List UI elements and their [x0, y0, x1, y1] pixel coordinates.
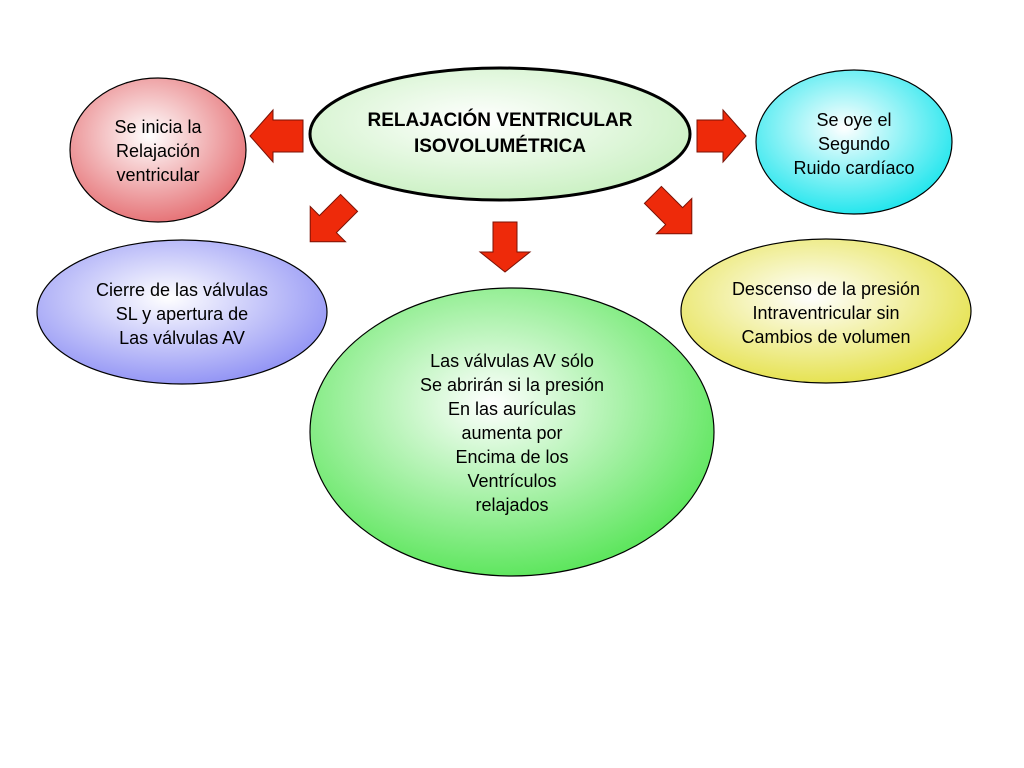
- arrow-down-right: [643, 185, 693, 235]
- center-node-shape: [308, 66, 692, 202]
- node-top-right-shape: [755, 69, 953, 215]
- node-top-left-shape: [69, 77, 247, 223]
- node-mid-right-shape: [680, 238, 972, 384]
- arrow-down: [478, 221, 532, 273]
- node-bottom-shape: [309, 287, 715, 577]
- node-mid-left-shape: [36, 239, 328, 385]
- arrow-down-left: [309, 193, 359, 243]
- arrow-left: [249, 108, 304, 164]
- arrow-right: [696, 108, 747, 164]
